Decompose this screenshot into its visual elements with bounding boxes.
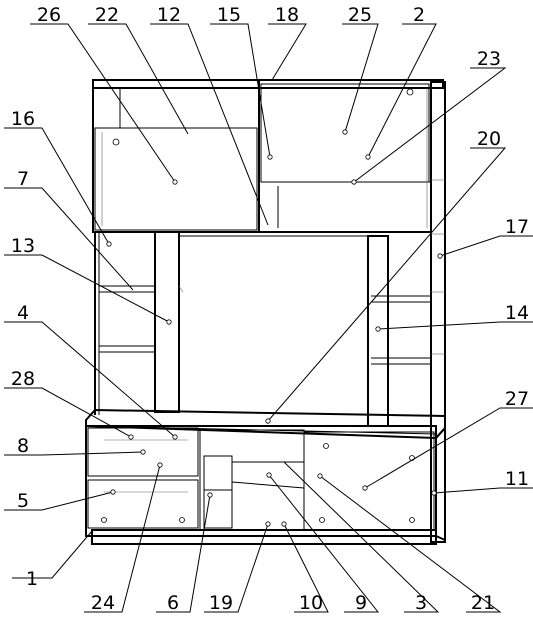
upper-left-cabinet [92, 79, 260, 233]
callout-16: 16 [11, 108, 35, 130]
callout-7: 7 [17, 168, 29, 190]
callout-2: 2 [413, 4, 425, 26]
cabinet-drawing [85, 79, 446, 545]
drawer-lower [87, 479, 199, 529]
callout-11: 11 [505, 468, 529, 490]
callout-4: 4 [17, 302, 29, 324]
leader-lines [4, 23, 533, 613]
callout-1: 1 [26, 568, 38, 590]
callout-3: 3 [415, 592, 427, 614]
callout-8: 8 [17, 435, 29, 457]
upper-left-door [94, 127, 258, 231]
callout-13: 13 [11, 235, 35, 257]
callout-24: 24 [91, 592, 115, 614]
callout-19: 19 [209, 592, 233, 614]
upper-right-cabinet [258, 79, 432, 233]
callout-20: 20 [477, 128, 501, 150]
callout-25: 25 [348, 4, 372, 26]
right-side-panel [430, 81, 446, 543]
callout-labels: 26 22 12 15 18 25 2 23 16 20 7 17 13 14 … [11, 4, 529, 614]
callout-5: 5 [17, 490, 29, 512]
callout-28: 28 [11, 368, 35, 390]
callout-15: 15 [217, 4, 241, 26]
callout-6: 6 [167, 592, 179, 614]
callout-18: 18 [275, 4, 299, 26]
callout-27: 27 [505, 388, 529, 410]
callout-9: 9 [355, 592, 367, 614]
middle-open-section [199, 429, 305, 531]
callout-21: 21 [471, 592, 495, 614]
drawer-upper [87, 427, 199, 477]
callout-22: 22 [95, 4, 119, 26]
callout-23: 23 [477, 48, 501, 70]
callout-12: 12 [157, 4, 181, 26]
callout-26: 26 [37, 4, 61, 26]
callout-10: 10 [299, 592, 323, 614]
counter-top [85, 408, 446, 440]
lower-base-cabinet [85, 425, 437, 537]
middle-small-drawers [203, 455, 233, 529]
callout-17: 17 [505, 216, 529, 238]
callout-14: 14 [505, 302, 529, 324]
